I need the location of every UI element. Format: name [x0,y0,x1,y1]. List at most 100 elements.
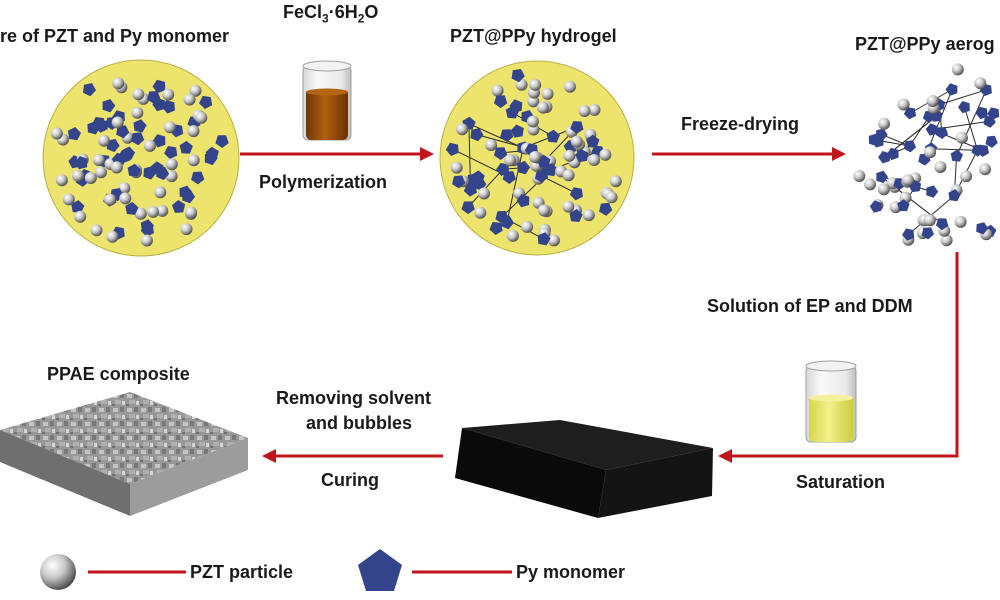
py-pentagon [586,134,600,148]
py-pentagon [445,142,459,156]
ppy-chain [956,89,987,157]
py-pentagon [935,127,949,139]
beaker-fecl3-icon [302,60,352,141]
saturation-arrow [718,252,959,463]
pzt-sphere [974,77,987,90]
py-pentagon [494,95,508,109]
pzt-sphere [609,175,622,188]
removing-label-line1: Removing solvent [276,388,432,408]
pzt-sphere [50,127,63,140]
pzt-sphere [147,205,159,218]
aerogel-cluster [853,63,1000,247]
saturation-label: Saturation [796,472,886,492]
aerogel-label: PZT@PPy aerog [855,34,995,54]
saturated-block [455,420,713,518]
pzt-sphere [195,111,208,124]
py-monomer-icon [358,549,402,591]
pzt-sphere [90,224,103,237]
pzt-sphere [877,183,890,196]
py-pentagon [500,129,514,142]
pzt-sphere [162,88,175,101]
py-pentagon [948,189,961,202]
pzt-sphere [897,98,910,111]
reagent-label: FeCl3·6H2O [283,2,379,26]
py-pentagon [152,134,166,148]
py-pentagon [897,199,910,212]
pzt-sphere [185,206,198,219]
pzt-sphere [119,192,132,205]
py-pentagon [869,200,882,213]
py-pentagon [886,147,899,161]
pzt-sphere [84,172,97,184]
py-pentagon [83,83,96,97]
py-pentagon [575,149,589,163]
pzt-sphere [165,158,178,171]
py-pentagon [125,201,139,215]
pzt-sphere [954,215,967,228]
pzt-sphere [956,131,968,144]
py-pentagon [546,129,560,143]
removing-label-line2: and bubbles [306,413,413,433]
pzt-sphere [605,191,618,204]
pzt-sphere [538,204,550,217]
pzt-sphere [74,210,87,223]
pzt-sphere [92,154,105,167]
py-pentagon [569,209,583,222]
py-pentagon [133,119,147,133]
pzt-sphere [456,123,469,136]
pzt-sphere [902,174,914,187]
pzt-sphere [878,117,891,130]
pzt-sphere [926,95,939,107]
pzt-sphere [72,169,84,182]
py-pentagon [67,127,81,141]
pzt-sphere [104,193,117,206]
py-pentagon [985,135,998,148]
pzt-sphere [491,84,504,97]
pzt-sphere [485,139,498,151]
py-pentagon [975,106,988,120]
pzt-sphere [106,230,119,243]
pzt-sphere [578,105,591,117]
pzt-sphere [478,187,490,200]
py-pentagon [74,156,88,170]
pzt-sphere [504,154,517,167]
freeze-drying-label: Freeze-drying [681,114,800,134]
mixture-disc [42,59,240,257]
pzt-sphere [570,135,583,148]
py-pentagon [191,171,205,185]
pzt-sphere [95,166,107,179]
py-pentagon [868,133,881,146]
pzt-sphere [564,80,576,93]
py-pentagon [199,95,213,109]
pzt-sphere [562,169,575,182]
pzt-sphere [521,220,534,233]
py-pentagon [926,185,939,198]
beaker-solution-icon [805,360,857,443]
py-pentagon [152,79,166,94]
pzt-sphere [562,200,575,213]
pzt-sphere [979,163,991,176]
py-pentagon [958,101,970,114]
py-pentagon [976,222,989,235]
py-pentagon [106,138,120,153]
mixture-label: re of PZT and Py monomer [0,26,230,46]
polymerization-label: Polymerization [259,172,388,192]
py-pentagon [502,171,516,184]
py-pentagon [152,97,166,112]
py-pentagon [987,107,1000,120]
pzt-sphere [960,170,973,183]
pzt-sphere [163,121,176,134]
py-pentagon [569,187,583,201]
py-pentagon [903,107,917,120]
ppy-chain [964,106,978,151]
pzt-sphere [62,193,75,206]
py-pentagon [509,99,523,113]
py-pentagon [162,100,175,114]
pzt-sphere [951,63,964,76]
py-pentagon [470,128,484,142]
pzt-sphere [143,139,156,152]
pzt-sphere [599,148,612,161]
curing-label: Curing [321,470,379,490]
py-pentagon [215,135,229,148]
py-pentagon [117,150,131,164]
